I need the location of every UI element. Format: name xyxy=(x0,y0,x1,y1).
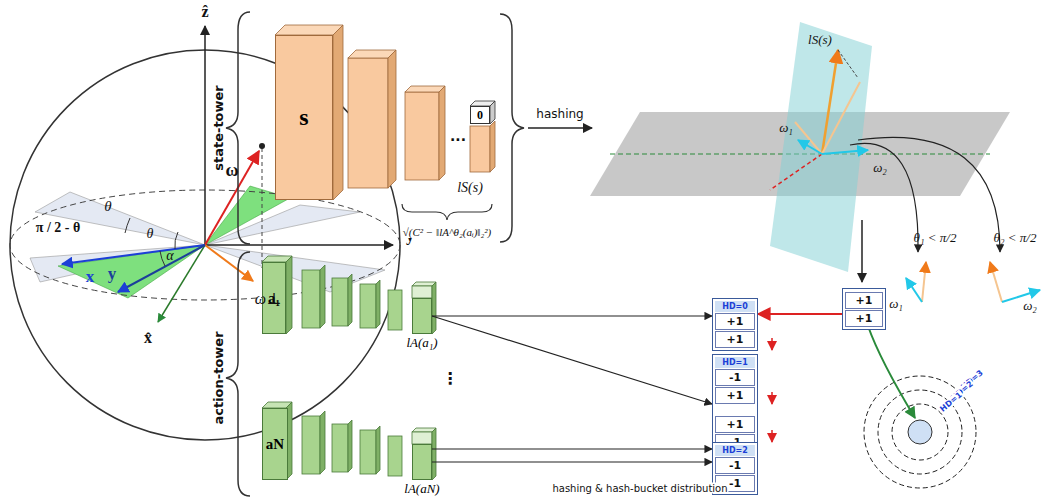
hash-bit: +1 xyxy=(845,292,883,309)
hash-bit: +1 xyxy=(715,331,755,348)
sphere xyxy=(10,26,400,440)
angle-label: θ xyxy=(104,198,111,215)
input-block: s xyxy=(275,35,333,200)
angle-label: θ₁ < π/2 xyxy=(914,230,957,246)
hash-connector xyxy=(432,315,712,316)
hash-bucket: HD=0+1+1 xyxy=(712,298,758,351)
hyperplane-illustration xyxy=(590,22,1040,302)
ellipsis: ⋮ xyxy=(442,369,458,388)
block-label: 0 xyxy=(477,108,483,123)
hash-bit: +1 xyxy=(715,387,755,404)
vector-label: ω₂ xyxy=(873,160,887,176)
distance-tag: HD=0 xyxy=(715,301,755,312)
tower-label: state-tower xyxy=(211,85,226,171)
vector-label: x xyxy=(86,267,95,287)
hash-bit: +1 xyxy=(715,416,755,433)
vector-label: ω xyxy=(225,160,238,181)
vector-label: lS(s) xyxy=(808,32,832,48)
distance-tag: HD=1 xyxy=(715,357,755,368)
hash-bucket: HD=1-1+1+1-1 xyxy=(712,354,758,454)
hash-bit: -1 xyxy=(715,369,755,386)
axis-label: ẑ xyxy=(201,3,208,21)
angle-label: θ₂ < π/2 xyxy=(994,230,1037,246)
norm-formula: √(C² − ‖lA^θ₂(aᵢ)‖₂²) xyxy=(402,226,492,238)
angle-label: θ xyxy=(147,226,154,242)
hash-connector xyxy=(432,448,712,449)
hash-connector xyxy=(432,461,712,462)
ellipsis: ... xyxy=(450,128,466,144)
hash-connector xyxy=(432,316,712,404)
angle-label: π / 2 - θ xyxy=(36,220,81,236)
vector-label: ω₁ xyxy=(779,120,793,136)
output-label: lA(a₁) xyxy=(405,335,438,351)
tower-label: action-tower xyxy=(211,331,226,424)
query-arrow xyxy=(758,313,842,315)
input-block: aN xyxy=(262,408,288,480)
vector-label: ω⊥ xyxy=(255,289,281,308)
axis-label: x̂ xyxy=(144,329,152,347)
angle-label: α xyxy=(166,248,173,264)
hash-bit: +1 xyxy=(715,313,755,330)
step-label: hashing & hash-bucket distribution xyxy=(551,483,728,494)
output-block: lA(a₁) xyxy=(412,298,432,334)
block-label: aN xyxy=(266,436,284,453)
zero-block: 0 xyxy=(470,106,490,124)
step-label: hashing xyxy=(535,107,584,121)
hash-code: +1+1 xyxy=(842,288,886,330)
state-tower-blocks xyxy=(275,25,495,200)
hash-bit: +1 xyxy=(845,310,883,327)
output-block: lA(aN) xyxy=(412,444,432,480)
vector-label: ω₂ xyxy=(1023,298,1037,314)
hash-bit: -1 xyxy=(715,457,755,474)
vector-label: ω₁ xyxy=(889,296,903,312)
vector-label: y xyxy=(108,264,117,284)
output-label: lS(s) xyxy=(457,180,483,196)
block-label: s xyxy=(299,104,308,131)
distance-tag: HD=2 xyxy=(715,445,755,456)
hamming-rings xyxy=(864,326,976,488)
output-label: lA(aN) xyxy=(403,481,440,497)
action-tower-blocks xyxy=(262,256,436,480)
